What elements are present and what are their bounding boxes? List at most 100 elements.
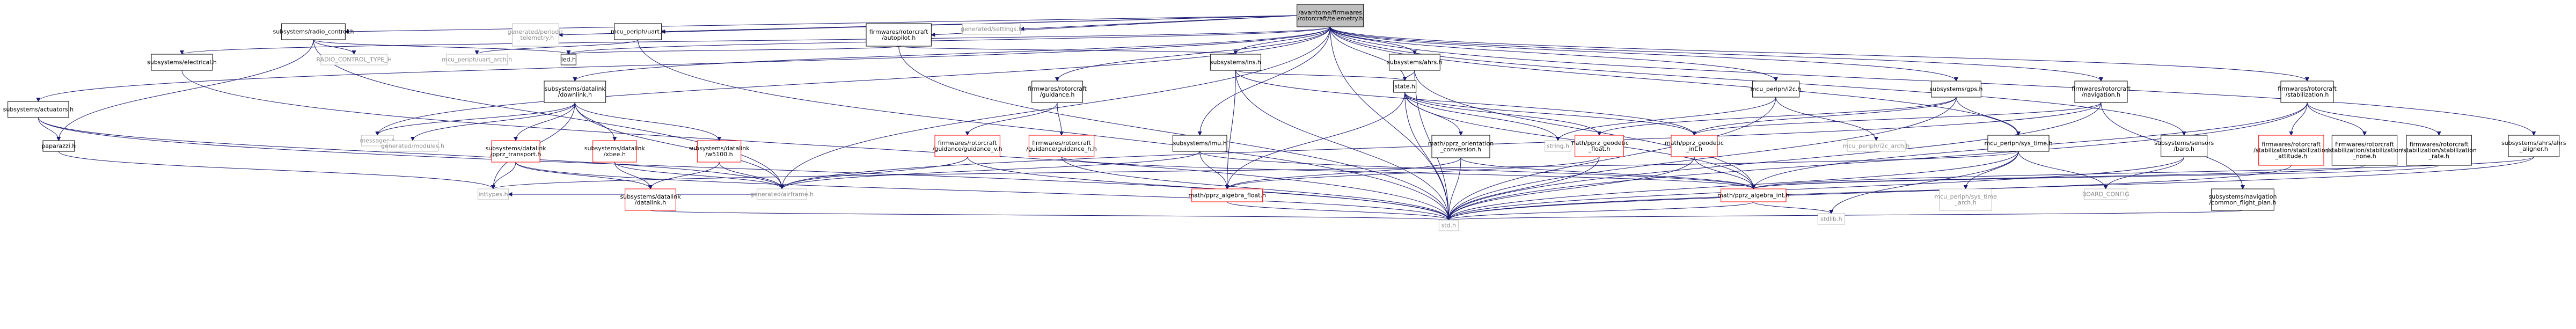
node-label: /rotorcraft/telemetry.h — [1298, 15, 1363, 22]
edge-root-radio — [345, 15, 1297, 34]
node-stab_none[interactable]: firmwares/rotorcraft/stabilization/stabi… — [2327, 135, 2402, 166]
node-box — [386, 140, 439, 152]
node-pprz_tr[interactable]: subsystems/datalink/pprz_transport.h — [485, 140, 546, 163]
node-ahrs[interactable]: subsystems/ahrs.h — [1387, 54, 1443, 71]
node-algfloat[interactable]: math/pprz_algebra_float.h — [1188, 188, 1266, 202]
node-uartarch: mcu_periph/uart_arch.h — [442, 54, 512, 65]
node-box — [1438, 220, 1459, 231]
node-stabilization[interactable]: firmwares/rotorcraft/stabilization.h — [2278, 81, 2337, 103]
node-box — [2084, 188, 2127, 200]
node-uart[interactable]: mcu_periph/uart.h — [611, 23, 665, 40]
edge-gps-geofloat — [1597, 97, 1957, 136]
node-algint[interactable]: math/pprz_algebra_int.h — [1717, 188, 1790, 202]
edge-stabilization-stab_att — [2289, 102, 2308, 136]
node-box — [446, 54, 508, 65]
node-box — [8, 101, 69, 118]
node-radio[interactable]: subsystems/radio_control.h — [273, 23, 354, 40]
node-box — [1191, 188, 1263, 202]
edge-orient-algfloat — [1225, 157, 1461, 189]
node-flightplan[interactable]: subsystems/navigation/common_flight_plan… — [2209, 188, 2277, 211]
edge-downlink-xbee — [574, 102, 617, 141]
node-label: mcu_periph/uart_arch.h — [442, 56, 512, 63]
edge-ins-state — [1235, 70, 1407, 81]
node-box — [1847, 140, 1906, 152]
node-label: /common_flight_plan.h — [2209, 199, 2276, 206]
edge-orient-std — [1446, 157, 1461, 221]
node-state[interactable]: state.h — [1393, 80, 1417, 93]
node-gps[interactable]: subsystems/gps.h — [1929, 81, 1983, 98]
node-baro[interactable]: subsystems/sensors/baro.h — [2154, 135, 2214, 157]
node-settings: generated/settings.h — [961, 23, 1022, 35]
node-label: /pprz_transport.h — [491, 151, 541, 158]
node-box — [151, 54, 213, 71]
edge-aligner-std — [1446, 156, 2534, 221]
node-aligner[interactable]: subsystems/ahrs/ahrs_aligner.h — [2501, 135, 2566, 157]
edge-downlink-w5100 — [574, 102, 721, 141]
edge-root-systime — [1330, 26, 2021, 136]
edge-ins-std — [1235, 70, 1451, 221]
node-i2c[interactable]: mcu_periph/i2c.h — [1751, 81, 1802, 98]
edge-stabilization-std — [1446, 102, 2308, 221]
node-label: BOARD_CONFIG — [2082, 191, 2129, 198]
node-label: _rate.h — [2428, 153, 2449, 160]
node-label: generated/periodic — [508, 28, 564, 35]
node-stab_rate[interactable]: firmwares/rotorcraft/stabilization/stabi… — [2401, 135, 2477, 166]
node-downlink[interactable]: subsystems/datalink/downlink.h — [544, 81, 606, 103]
edge-geoint-std — [1446, 156, 1695, 221]
node-systime[interactable]: mcu_periph/sys_time.h — [1984, 135, 2053, 152]
node-imu[interactable]: subsystems/imu.h — [1172, 135, 1227, 152]
node-box — [2508, 135, 2560, 157]
edge-downlink-airframe — [574, 102, 784, 189]
node-box — [1939, 188, 1992, 211]
node-datalink[interactable]: subsystems/datalink/datalink.h — [620, 188, 681, 211]
edge-actuators-airframe — [38, 117, 784, 189]
edge-stab_rate-algint — [1751, 165, 2440, 189]
node-root[interactable]: /avar/tome/firmwares/rotorcraft/telemetr… — [1297, 4, 1364, 27]
node-guid_v[interactable]: firmwares/rotorcraft/guidance/guidance_v… — [933, 135, 1002, 157]
node-label: firmwares/rotorcraft — [869, 28, 929, 35]
node-paparazzi[interactable]: paparazzi.h — [41, 140, 76, 152]
edge-root-ins — [1233, 26, 1331, 55]
edge-root-navigation — [1330, 26, 2103, 82]
node-actuators[interactable]: subsystems/actuators.h — [3, 101, 74, 118]
edge-root-settings — [1020, 15, 1297, 31]
node-navigation[interactable]: firmwares/rotorcraft/navigation.h — [2072, 81, 2131, 103]
node-led[interactable]: led.h — [560, 54, 576, 65]
node-label: subsystems/electrical.h — [147, 59, 217, 66]
node-label: firmwares/rotorcraft — [938, 140, 998, 147]
node-w5100[interactable]: subsystems/datalink/w5100.h — [689, 140, 750, 163]
node-label: _arch.h — [1955, 199, 1977, 206]
node-geofloat[interactable]: math/pprz_geodetic_float.h — [1570, 135, 1629, 157]
node-label: _attitude.h — [2275, 153, 2307, 160]
node-label: generated/airframe.h — [750, 191, 814, 198]
node-box — [1297, 4, 1364, 27]
edge-ahrs-state — [1402, 70, 1415, 81]
node-label: subsystems/datalink — [689, 145, 750, 152]
node-label: _int.h — [1686, 145, 1702, 152]
node-box — [625, 188, 676, 211]
edge-stabilization-stab_rate — [2307, 102, 2441, 136]
node-ins[interactable]: subsystems/ins.h — [1210, 54, 1261, 71]
node-xbee[interactable]: subsystems/datalink/xbee.h — [584, 140, 646, 163]
node-geoint[interactable]: math/pprz_geodetic_int.h — [1665, 135, 1724, 157]
node-guid_h[interactable]: firmwares/rotorcraft/guidance/guidance_h… — [1026, 135, 1097, 157]
node-stdlib: stdlib.h — [1817, 213, 1845, 225]
node-guidance[interactable]: firmwares/rotorcraft/guidance.h — [1028, 81, 1087, 103]
edge-stabilization-stab_none — [2307, 102, 2367, 136]
node-box — [1575, 135, 1624, 157]
edge-root-stabilization — [1330, 26, 2309, 82]
node-label: math/pprz_geodetic — [1665, 140, 1724, 147]
node-box — [1431, 135, 1490, 158]
node-electrical[interactable]: subsystems/electrical.h — [147, 54, 217, 71]
node-label: firmwares/rotorcraft — [2278, 85, 2337, 92]
edge-ahrs-algint — [1414, 70, 1756, 189]
node-label: subsystems/datalink — [584, 145, 646, 152]
edge-imu-airframe — [780, 151, 1201, 189]
node-label: /downlink.h — [558, 91, 592, 98]
node-autopilot[interactable]: firmwares/rotorcraft/autopilot.h — [866, 23, 932, 47]
node-orient[interactable]: math/pprz_orientation_conversion.h — [1428, 135, 1494, 158]
node-std: std.h — [1438, 220, 1459, 231]
node-stab_att[interactable]: firmwares/rotorcraft/stabilization/stabi… — [2253, 135, 2329, 166]
edge-state-geofloat — [1404, 92, 1601, 136]
edge-algfloat-std — [1227, 201, 1451, 221]
